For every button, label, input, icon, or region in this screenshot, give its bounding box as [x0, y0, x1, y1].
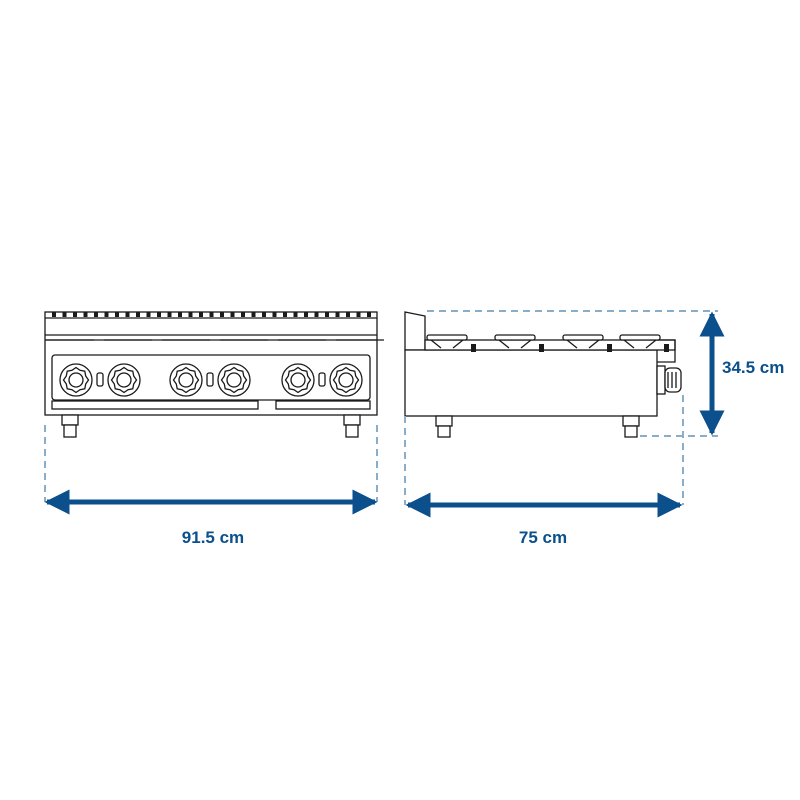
depth-dimension-label: 75 cm: [519, 528, 567, 547]
grate-slot: [104, 312, 109, 317]
grate-slot: [230, 312, 235, 317]
grate-slot: [188, 312, 193, 317]
front-knob: [59, 363, 93, 397]
front-knob: [107, 363, 141, 397]
grate-slot: [283, 312, 287, 317]
grate-slot: [146, 312, 151, 317]
side-burners: [426, 334, 669, 352]
grate-slot: [356, 312, 361, 317]
front-view-drawing: [44, 311, 384, 438]
front-knobs: [59, 363, 363, 397]
grate-slot: [167, 312, 172, 317]
side-burner: [562, 334, 612, 352]
grate-slot: [272, 312, 277, 317]
grate-slot: [325, 312, 329, 317]
front-knob: [217, 363, 251, 397]
grate-slot: [335, 312, 340, 317]
side-burner: [494, 334, 544, 352]
front-foot-left: [61, 414, 79, 438]
grate-slot: [83, 312, 88, 317]
grate-slot: [241, 312, 245, 317]
grate-slot: [304, 312, 308, 317]
grate-slot: [262, 312, 266, 317]
grate-slot: [115, 312, 119, 317]
height-dimension-label: 34.5 cm: [722, 358, 784, 377]
grate-slot: [367, 312, 371, 317]
pilot-indicator: [96, 372, 104, 387]
grate-slot: [125, 312, 130, 317]
grate-slot: [251, 312, 256, 317]
side-knob: [656, 365, 682, 395]
side-foot-left: [435, 415, 453, 438]
front-knob: [169, 363, 203, 397]
grate-slot: [94, 312, 98, 317]
pilot-indicator: [318, 372, 326, 387]
side-burner: [426, 334, 476, 352]
grate-slot: [52, 312, 56, 317]
front-extension-lines: [44, 425, 378, 502]
front-knob: [281, 363, 315, 397]
grate-slot: [220, 312, 224, 317]
grate-slot: [293, 312, 298, 317]
grate-slot: [209, 312, 214, 317]
grate-slot: [314, 312, 319, 317]
grate-slot: [346, 312, 350, 317]
grate-slot: [178, 312, 182, 317]
side-burner: [619, 334, 669, 352]
width-dimension-label: 91.5 cm: [182, 528, 244, 547]
side-view-drawing: [404, 311, 682, 438]
side-extension-lines: [404, 310, 718, 505]
pilot-indicator: [206, 372, 214, 387]
grate-slot: [136, 312, 140, 317]
grate-slot: [62, 312, 67, 317]
grate-slot: [199, 312, 203, 317]
side-foot-right: [622, 415, 640, 438]
grate-slot: [157, 312, 161, 317]
grate-slot: [73, 312, 77, 317]
front-foot-right: [343, 414, 361, 438]
front-knob: [329, 363, 363, 397]
